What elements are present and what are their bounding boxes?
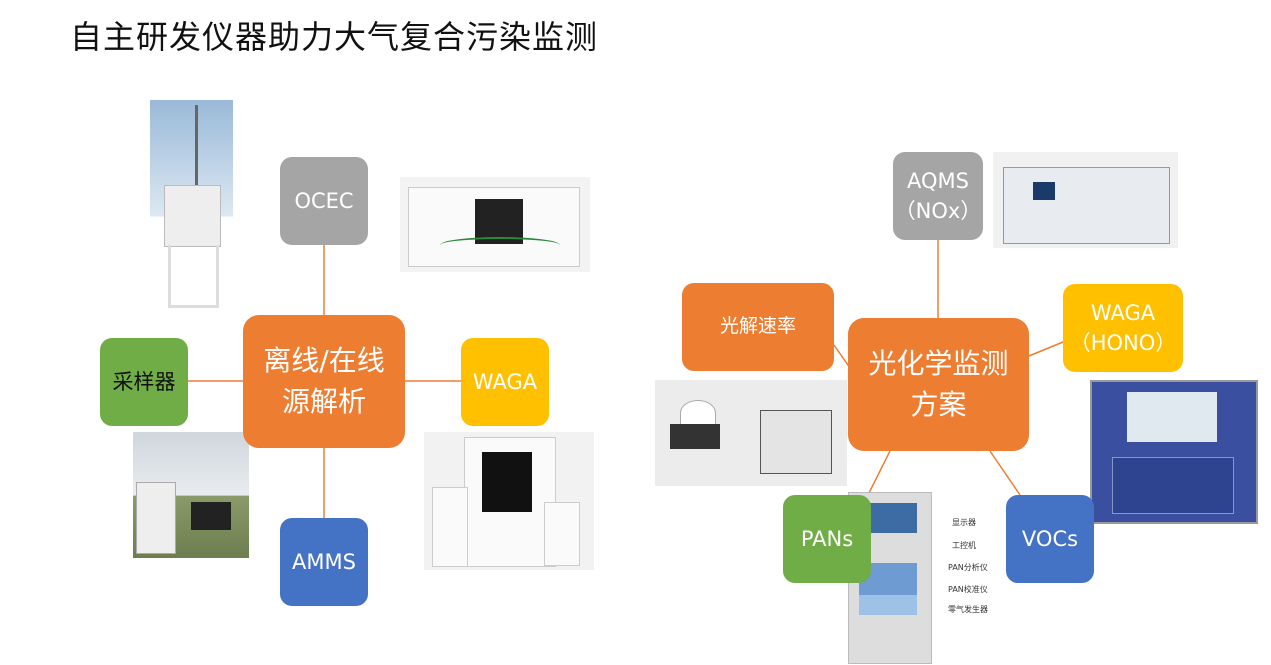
vocs-instrument-photo	[1090, 380, 1258, 524]
ocec-instrument-photo	[400, 177, 590, 272]
aqms-instrument-photo	[993, 152, 1178, 248]
node-waga: WAGA	[461, 338, 549, 426]
rack-label-zero-air: 零气发生器	[948, 605, 988, 614]
node-vocs: VOCs	[1006, 495, 1094, 583]
photolysis-instrument-photo	[655, 380, 847, 486]
rack-label-ipc: 工控机	[952, 541, 976, 550]
rack-label-display: 显示器	[952, 518, 976, 527]
connector-waga-hono	[1028, 341, 1064, 357]
waga-instrument-photo	[424, 432, 594, 570]
rack-label-pan-calibrator: PAN校准仪	[948, 585, 988, 594]
center-source-apportionment: 离线/在线 源解析	[243, 315, 405, 448]
node-sampler: 采样器	[100, 338, 188, 426]
weather-station-photo	[150, 100, 233, 310]
node-aqms-nox: AQMS （NOx）	[893, 152, 983, 240]
node-amms: AMMS	[280, 518, 368, 606]
connector-pans	[867, 450, 891, 496]
field-sampling-photo	[133, 432, 249, 558]
node-waga-hono: WAGA （HONO）	[1063, 284, 1183, 372]
node-pans: PANs	[783, 495, 871, 583]
rack-label-pan-analyzer: PAN分析仪	[948, 563, 988, 572]
center-photochemical-monitoring: 光化学监测 方案	[848, 318, 1029, 451]
connector-photolysis	[833, 344, 851, 369]
node-ocec: OCEC	[280, 157, 368, 245]
node-photolysis-rate: 光解速率	[682, 283, 834, 371]
connector-vocs	[989, 450, 1021, 496]
slide-title: 自主研发仪器助力大气复合污染监测	[70, 18, 599, 56]
